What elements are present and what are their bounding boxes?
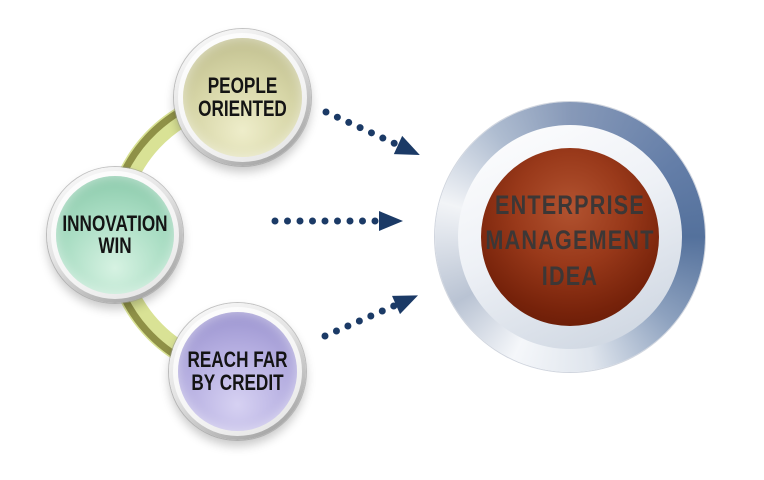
center-label-line: ENTERPRISE (494, 189, 646, 220)
node-reach-far-by-credit: REACH FAR BY CREDIT (169, 303, 306, 440)
node-label-line: BY CREDIT (191, 369, 284, 395)
node-label-line: WIN (98, 233, 132, 258)
node-label: PEOPLE ORIENTED (189, 29, 296, 166)
node-enterprise-management-idea: ENTERPRISE MANAGEMENT IDEA (435, 102, 705, 372)
node-label: REACH FAR BY CREDIT (184, 303, 291, 440)
center-red-ball (481, 148, 659, 326)
node-people-oriented: PEOPLE ORIENTED (174, 29, 311, 166)
center-label-line: IDEA (541, 260, 599, 291)
node-label-line: PEOPLE (207, 73, 278, 99)
node-label-line: ORIENTED (198, 95, 287, 121)
center-label-line: MANAGEMENT (485, 225, 655, 256)
center-label: ENTERPRISE MANAGEMENT IDEA (462, 102, 678, 372)
arrow-bottom-icon (321, 295, 418, 340)
node-ball-olive (183, 38, 302, 157)
node-innovation-win: INNOVATION WIN (47, 167, 183, 303)
arrow-top-icon (322, 108, 420, 155)
node-label-line: REACH FAR (187, 347, 288, 373)
node-label: INNOVATION WIN (62, 167, 168, 303)
node-label-line: INNOVATION (62, 210, 168, 236)
node-ball-purple (178, 312, 297, 431)
node-ball-green (56, 176, 174, 294)
